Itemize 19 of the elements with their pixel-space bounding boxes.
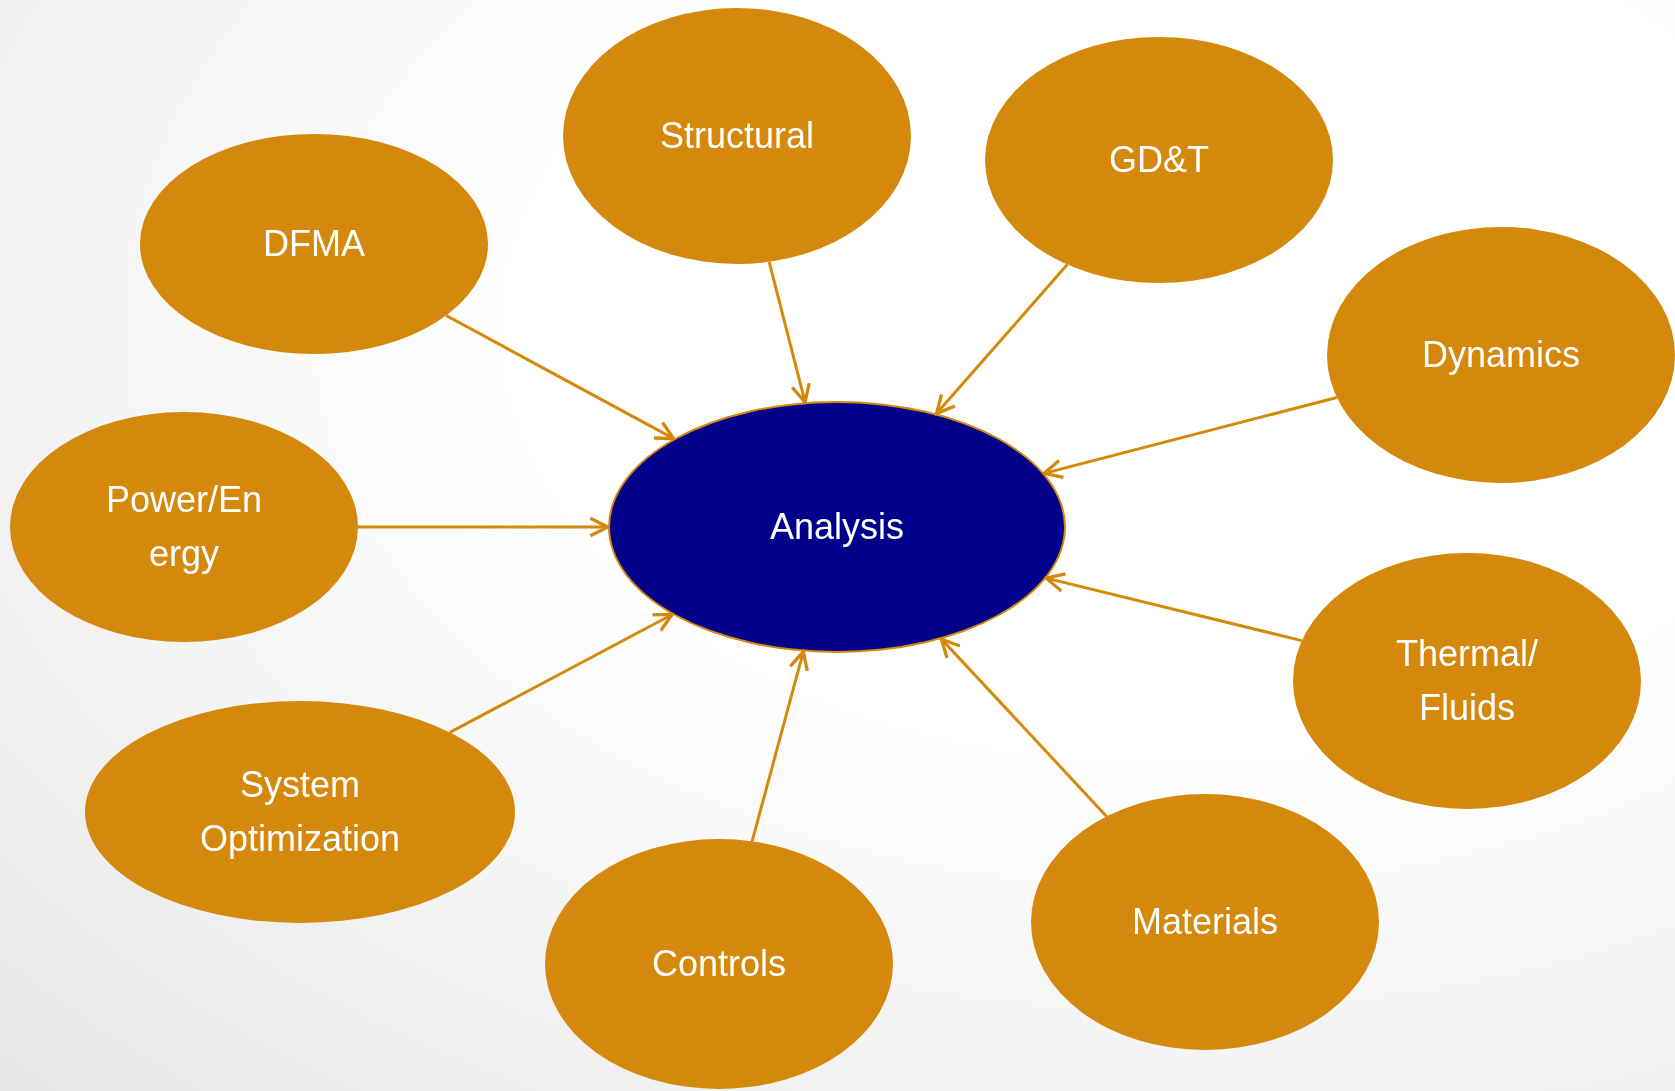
arrow bbox=[449, 612, 674, 734]
node-label: Analysis bbox=[769, 505, 905, 549]
node-label: Dynamics bbox=[1422, 333, 1580, 377]
node-label: Structural bbox=[659, 114, 815, 158]
node-label: Materials bbox=[1131, 900, 1278, 944]
arrow bbox=[934, 263, 1069, 416]
arrow bbox=[750, 650, 809, 842]
arrow bbox=[1044, 572, 1303, 643]
arrow bbox=[767, 261, 811, 404]
arrow bbox=[445, 314, 676, 441]
node-label: DFMA bbox=[263, 222, 365, 266]
arrow bbox=[1042, 396, 1338, 480]
arrow bbox=[358, 516, 610, 538]
node-label: Controls bbox=[651, 942, 787, 986]
node-label: GD&T bbox=[1109, 138, 1209, 182]
node-label: Thermal/ Fluids bbox=[1395, 632, 1539, 730]
node-label: Power/En ergy bbox=[104, 478, 264, 576]
arrow bbox=[939, 637, 1108, 818]
node-label: System Optimization bbox=[198, 763, 402, 861]
